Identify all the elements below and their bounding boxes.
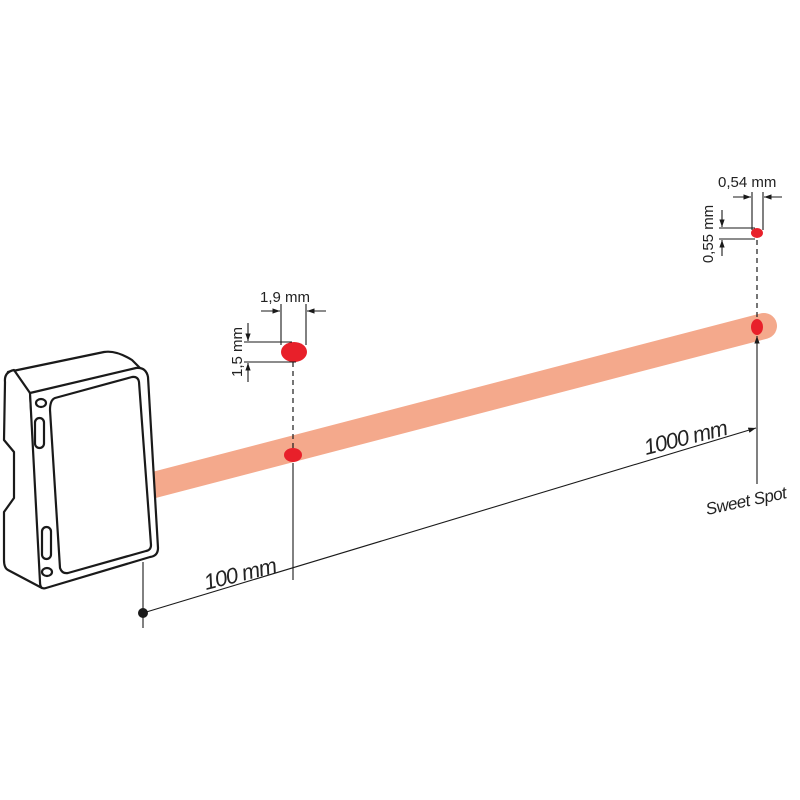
- far-spot-detail: [751, 228, 763, 238]
- near-spot-height-label: 1,5 mm: [229, 327, 246, 377]
- far-spot-dimensions: [719, 192, 782, 256]
- near-beam-spot: [284, 448, 302, 462]
- origin-dot: [138, 608, 148, 618]
- near-distance-label: 100 mm: [201, 553, 279, 595]
- sweet-spot-label: Sweet Spot: [704, 483, 790, 519]
- near-spot-dimensions: [244, 304, 326, 382]
- sensor-icon: [2, 350, 160, 590]
- far-distance-label: 1000 mm: [641, 415, 730, 460]
- distance-dimension: [142, 336, 760, 628]
- far-beam-spot: [751, 319, 763, 335]
- near-spot-width-label: 1,9 mm: [260, 289, 310, 306]
- near-spot-detail: [281, 342, 307, 362]
- far-spot-height-label: 0,55 mm: [700, 205, 717, 263]
- laser-beam: [137, 313, 777, 499]
- far-spot-width-label: 0,54 mm: [718, 174, 776, 191]
